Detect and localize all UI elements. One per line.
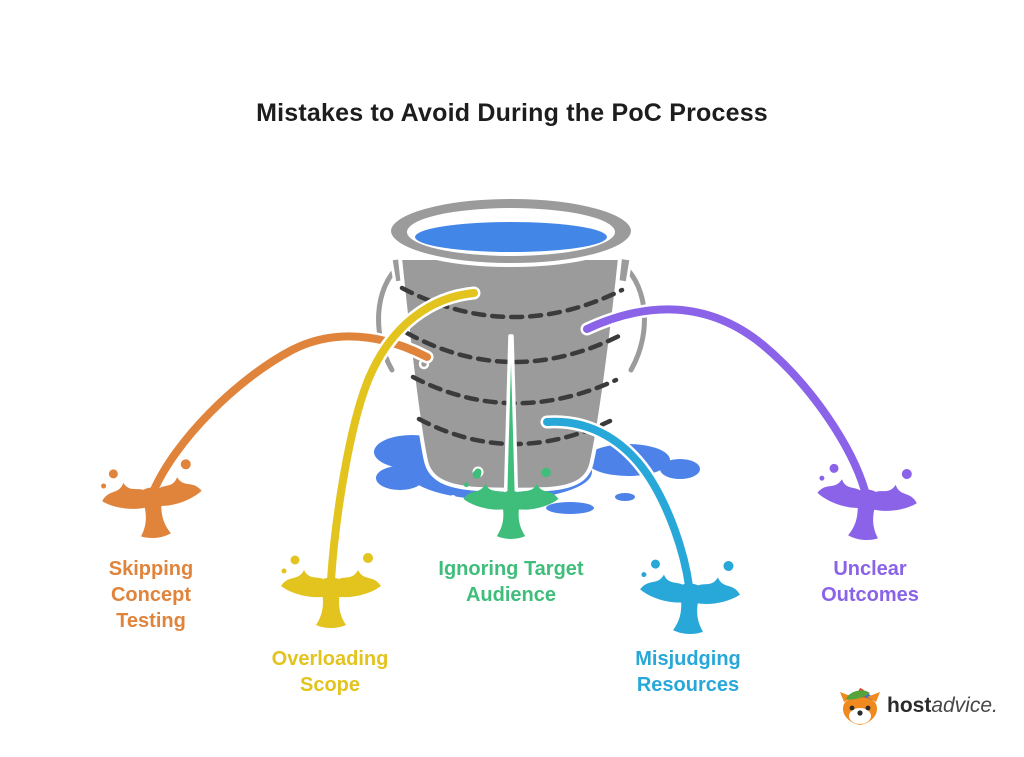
page-title: Mistakes to Avoid During the PoC Process [256,99,768,127]
bucket-dashed-line [404,330,624,365]
brand-name-bold: host [887,694,932,717]
label-skipping-concept-testing: Skipping Concept Testing [108,558,194,632]
stream-overloading-scope [327,289,478,584]
bucket-water [415,222,607,252]
fox-mascot-icon [840,688,880,725]
brand-name-light: advice. [931,694,998,717]
stream-misjudging-resources [543,417,693,590]
droplet-icon [450,495,456,501]
label-misjudging-resources: Misjudging Resources [635,648,741,696]
splash-skipping-concept-testing [98,457,207,544]
splashes [98,457,921,637]
leak-streams [147,286,872,593]
brand-logo: hostadvice. [838,684,998,728]
brand-name: hostadvice. [887,694,998,718]
label-unclear-outcomes: Unclear Outcomes [821,558,919,606]
label-ignoring-target-audience: Ignoring Target Audience [438,558,584,606]
label-overloading-scope: Overloading Scope [271,648,389,696]
stream-unclear-outcomes [583,305,869,495]
stream-ignoring-target-audience [503,334,519,499]
splash-unclear-outcomes [812,459,921,546]
